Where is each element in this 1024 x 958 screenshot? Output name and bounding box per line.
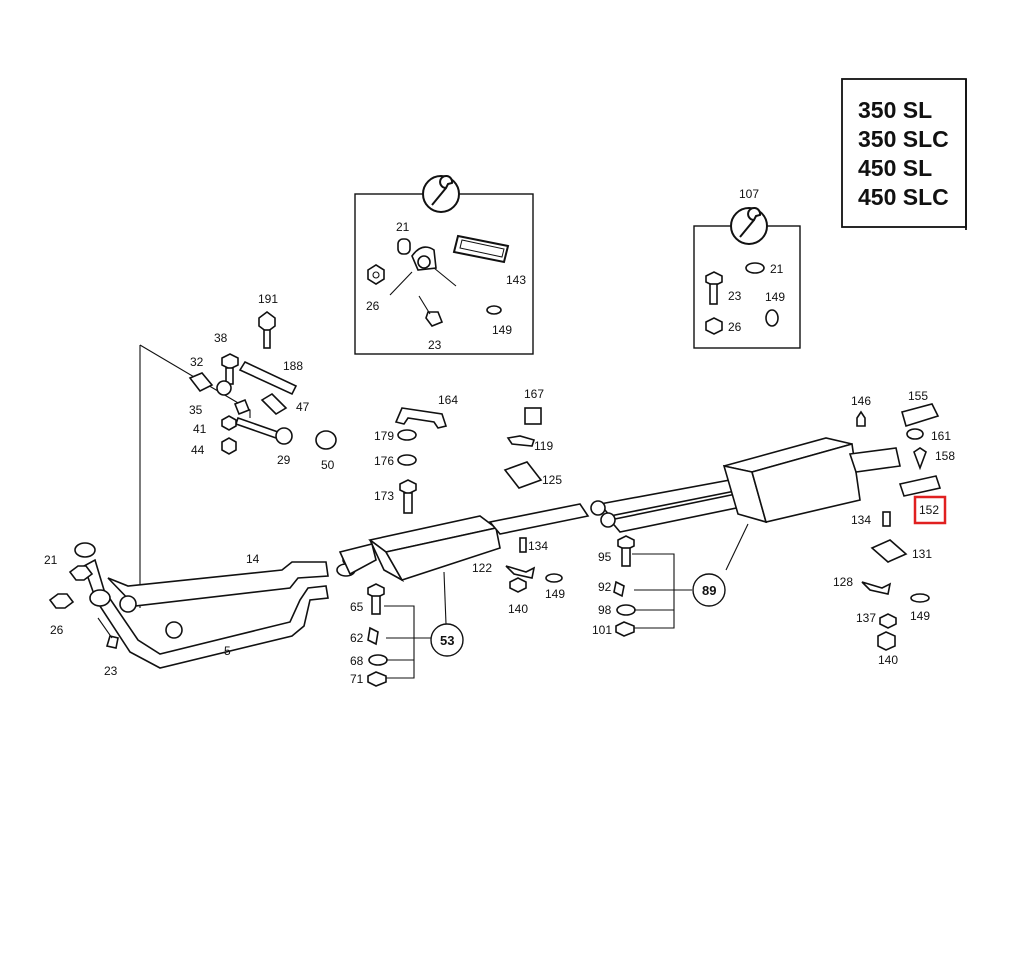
- model-350-sl: 350 SL: [858, 97, 932, 123]
- label-164: 164: [438, 393, 458, 407]
- label-23: 23: [428, 338, 442, 352]
- label-5: 5: [224, 644, 231, 658]
- label-140: 140: [878, 653, 898, 667]
- label-29: 29: [277, 453, 291, 467]
- label-179: 179: [374, 429, 394, 443]
- label-107: 107: [739, 187, 759, 201]
- label-173: 173: [374, 489, 394, 503]
- wrench-icon: [422, 175, 460, 213]
- label-161: 161: [931, 429, 951, 443]
- label-26: 26: [50, 623, 64, 637]
- wrench-icon: [730, 207, 768, 245]
- label-137: 137: [856, 611, 876, 625]
- label-134: 134: [851, 513, 871, 527]
- mount-167-group: 167 119 125 134 122 140 149: [472, 387, 565, 616]
- label-35: 35: [189, 403, 203, 417]
- label-143: 143: [506, 273, 526, 287]
- model-450-sl: 450 SL: [858, 155, 932, 181]
- label-21: 21: [44, 553, 58, 567]
- label-62: 62: [350, 631, 364, 645]
- label-101: 101: [592, 623, 612, 637]
- label-125: 125: [542, 473, 562, 487]
- label-68: 68: [350, 654, 364, 668]
- inset-box-gasket-kit: 21 26 23 143 149: [354, 175, 534, 355]
- label-65: 65: [350, 600, 364, 614]
- label-119: 119: [534, 439, 553, 453]
- callout-89: 89: [692, 573, 726, 607]
- label-23: 23: [104, 664, 118, 678]
- label-146: 146: [851, 394, 871, 408]
- front-pipe-assembly: 21 26 23 14 5: [44, 344, 329, 678]
- tailpipe-parts-group: 146 155 161 158 152 134 131 128 149 137 …: [833, 389, 955, 667]
- label-98: 98: [598, 603, 612, 617]
- model-450-slc: 450 SLC: [858, 184, 949, 210]
- label-26: 26: [366, 299, 380, 313]
- label-128: 128: [833, 575, 853, 589]
- label-21: 21: [396, 220, 410, 234]
- label-191: 191: [258, 292, 278, 306]
- label-152: 152: [919, 503, 939, 517]
- center-muffler: [336, 503, 590, 625]
- label-155: 155: [908, 389, 928, 403]
- inset-box-mounting-kit: 107 21 23 149 26: [693, 187, 801, 349]
- label-167: 167: [524, 387, 544, 401]
- model-list-box: 350 SL 350 SLC 450 SL 450 SLC: [841, 78, 967, 230]
- label-134: 134: [528, 539, 548, 553]
- label-176: 176: [374, 454, 394, 468]
- label-122: 122: [472, 561, 492, 575]
- hanger-bracket-group: 191 188 38 32 35 41 44 47 29 50: [188, 292, 337, 472]
- label-158: 158: [935, 449, 955, 463]
- callout-53: 53: [430, 623, 464, 657]
- label-149: 149: [765, 290, 785, 304]
- label-149: 149: [910, 609, 930, 623]
- hanger-164-group: 164 179 176 173: [374, 393, 458, 514]
- label-32: 32: [190, 355, 204, 369]
- label-26: 26: [728, 320, 742, 334]
- fastener-stack-89: 95 92 98 101: [592, 535, 692, 637]
- label-131: 131: [912, 547, 932, 561]
- label-44: 44: [191, 443, 205, 457]
- label-23: 23: [728, 289, 742, 303]
- callout-53-label: 53: [440, 633, 454, 648]
- rear-muffler: 89: [590, 437, 901, 607]
- label-14: 14: [246, 552, 260, 566]
- label-50: 50: [321, 458, 335, 472]
- label-92: 92: [598, 580, 612, 594]
- label-149: 149: [545, 587, 565, 601]
- label-71: 71: [350, 672, 364, 686]
- label-149: 149: [492, 323, 512, 337]
- highlight-152: [913, 495, 947, 525]
- callout-89-label: 89: [702, 583, 716, 598]
- label-140: 140: [508, 602, 528, 616]
- model-350-slc: 350 SLC: [858, 126, 949, 152]
- fastener-stack-53: 53 65 62 68 71: [350, 583, 464, 687]
- label-188: 188: [283, 359, 303, 373]
- label-38: 38: [214, 331, 228, 345]
- label-21: 21: [770, 262, 784, 276]
- label-95: 95: [598, 550, 612, 564]
- label-41: 41: [193, 422, 207, 436]
- label-47: 47: [296, 400, 310, 414]
